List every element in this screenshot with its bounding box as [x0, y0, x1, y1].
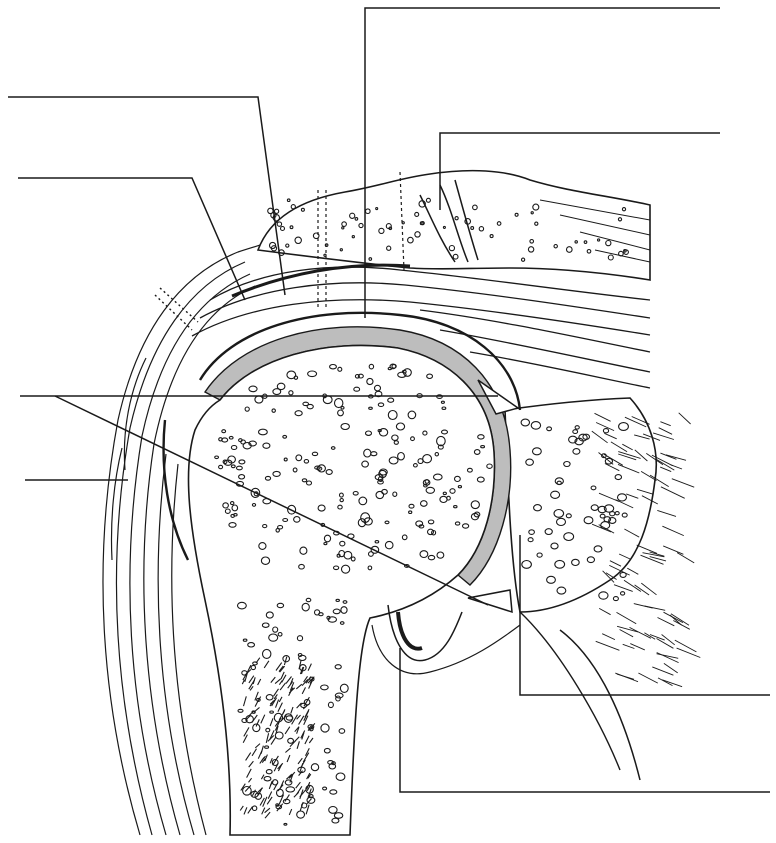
- hatch-stroke: [637, 545, 657, 553]
- hatch-stroke: [660, 422, 670, 426]
- hatch-stroke: [627, 568, 638, 574]
- hatch-stroke: [658, 678, 673, 686]
- hatch-stroke: [596, 641, 620, 650]
- leader-line-axillary-recess: [400, 648, 770, 792]
- hatch-stroke: [660, 453, 676, 459]
- bone-pore: [620, 572, 626, 577]
- hatch-stroke: [617, 626, 638, 632]
- hatch-stroke: [658, 618, 675, 626]
- hatch-stroke: [599, 608, 610, 614]
- hatch-stroke: [672, 479, 694, 488]
- leader-line-subacromial-bursa: [8, 97, 285, 295]
- hatch-stroke: [617, 612, 637, 623]
- hatch-stroke: [620, 630, 634, 637]
- axillary-recess: [372, 605, 520, 674]
- hatch-stroke: [645, 606, 666, 610]
- bone-pore: [268, 208, 273, 213]
- hatch-stroke: [657, 639, 674, 649]
- scapula-glenoid: [505, 398, 656, 780]
- humerus: [188, 327, 510, 835]
- hatch-stroke: [602, 634, 615, 640]
- hatch-stroke: [662, 526, 683, 535]
- hatch-stroke: [679, 413, 691, 424]
- bone-pore: [287, 199, 290, 202]
- hatch-stroke: [664, 663, 678, 673]
- hatch-stroke: [657, 510, 676, 516]
- subacromial-bursa: [232, 265, 410, 296]
- bone-pore: [621, 592, 625, 595]
- bone-pore: [613, 597, 618, 601]
- hatch-stroke: [617, 674, 634, 679]
- hatch-stroke: [624, 580, 641, 591]
- hatch-stroke: [614, 585, 633, 592]
- hatch-stroke: [638, 673, 657, 683]
- hatch-stroke: [677, 553, 694, 563]
- hatch-stroke: [630, 644, 645, 650]
- hatch-stroke: [677, 648, 701, 657]
- bone-pore: [291, 205, 295, 209]
- bone-pore: [599, 592, 608, 599]
- hatch-stroke: [675, 640, 697, 652]
- hatch-stroke: [641, 583, 656, 595]
- acromion-bone: [258, 171, 650, 280]
- hatch-stroke: [661, 487, 685, 499]
- hatch-stroke: [635, 585, 650, 595]
- hatch-stroke: [659, 428, 672, 435]
- hatch-stroke: [663, 546, 683, 554]
